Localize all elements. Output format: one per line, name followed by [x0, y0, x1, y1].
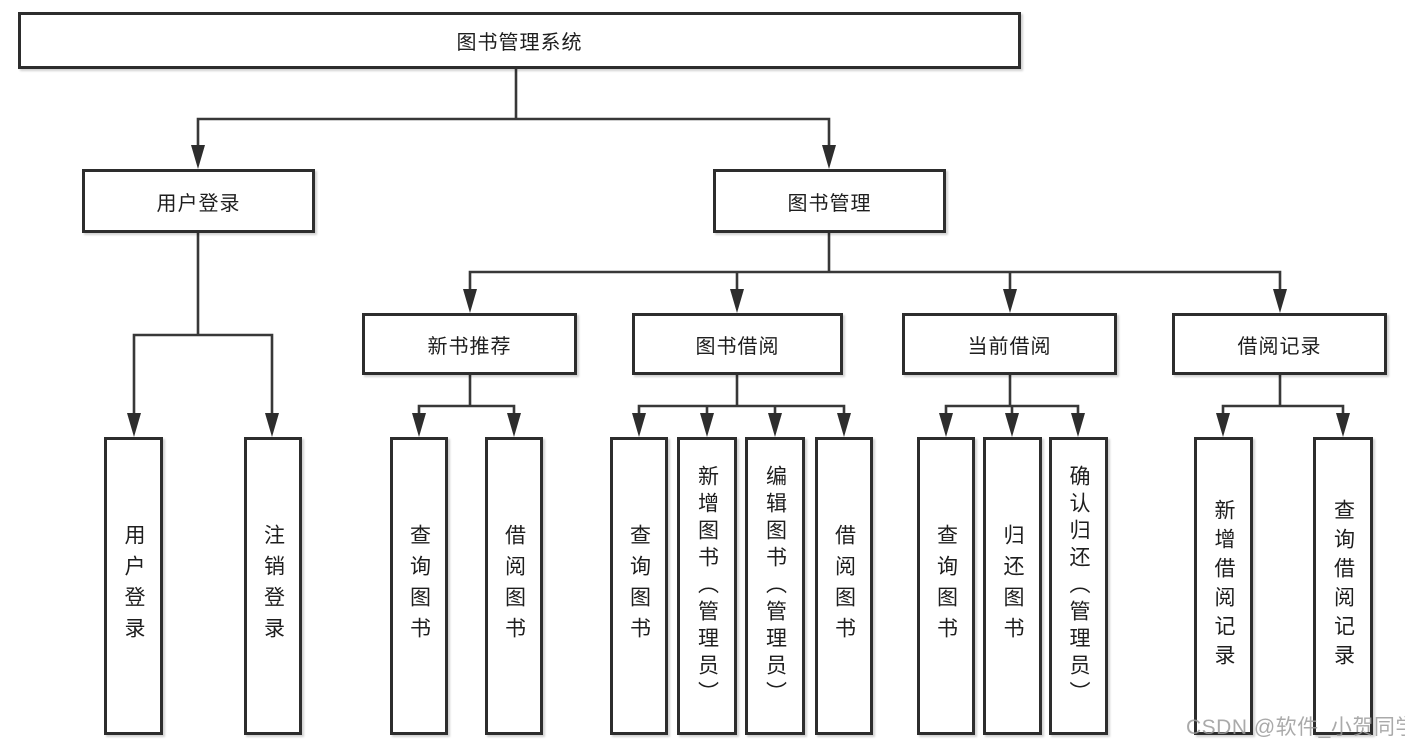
- node-new-book-recommendation: 新书推荐: [362, 313, 577, 375]
- node-label: 借阅记录: [1237, 335, 1322, 358]
- node-user-login-branch: 用户登录: [82, 169, 315, 233]
- node-label: 查询图书: [627, 524, 651, 648]
- leaf-edit-book-admin: 编辑图书（管理员）: [745, 437, 805, 735]
- leaf-add-borrow-record: 新增借阅记录: [1194, 437, 1253, 735]
- node-current-borrowing: 当前借阅: [902, 313, 1117, 375]
- node-book-borrowing: 图书借阅: [632, 313, 843, 375]
- leaf-query-books-current: 查询图书: [917, 437, 975, 735]
- connector-paths: [132, 69, 1345, 416]
- node-label: 图书管理系统: [456, 32, 583, 54]
- leaf-logout: 注销登录: [244, 437, 302, 735]
- node-label: 查询图书: [407, 524, 431, 648]
- node-label: 新增图书（管理员）: [695, 464, 719, 708]
- node-borrowing-records: 借阅记录: [1172, 313, 1387, 375]
- node-label: 用户登录: [122, 524, 145, 648]
- node-label: 借阅图书: [832, 524, 856, 648]
- node-book-management-branch: 图书管理: [713, 169, 946, 233]
- leaf-user-login: 用户登录: [104, 437, 163, 735]
- node-label: 查询借阅记录: [1331, 499, 1355, 673]
- csdn-watermark: CSDN @软件_小贺同学: [1186, 716, 1405, 739]
- node-label: 编辑图书（管理员）: [763, 464, 787, 708]
- leaf-query-borrow-record: 查询借阅记录: [1313, 437, 1373, 735]
- node-label: 用户登录: [156, 192, 241, 215]
- node-label: 新书推荐: [427, 335, 512, 358]
- node-label: 借阅图书: [502, 524, 526, 648]
- arrowheads: [127, 145, 1350, 437]
- leaf-borrow-books-borrow: 借阅图书: [815, 437, 873, 735]
- node-label: 查询图书: [934, 524, 958, 648]
- node-label: 确认归还（管理员）: [1067, 464, 1090, 708]
- node-label: 图书管理: [787, 192, 872, 215]
- leaf-return-book: 归还图书: [983, 437, 1042, 735]
- leaf-query-books-recommend: 查询图书: [390, 437, 448, 735]
- leaf-query-books-borrow: 查询图书: [610, 437, 668, 735]
- node-label: 当前借阅: [967, 335, 1052, 358]
- node-label: 图书借阅: [695, 335, 780, 358]
- node-label: 注销登录: [261, 524, 285, 648]
- node-label: 新增借阅记录: [1212, 499, 1235, 673]
- node-label: 归还图书: [1001, 524, 1024, 648]
- leaf-confirm-return-admin: 确认归还（管理员）: [1049, 437, 1108, 735]
- leaf-borrow-books-recommend: 借阅图书: [485, 437, 543, 735]
- node-library-management-system: 图书管理系统: [18, 12, 1021, 69]
- leaf-add-book-admin: 新增图书（管理员）: [677, 437, 737, 735]
